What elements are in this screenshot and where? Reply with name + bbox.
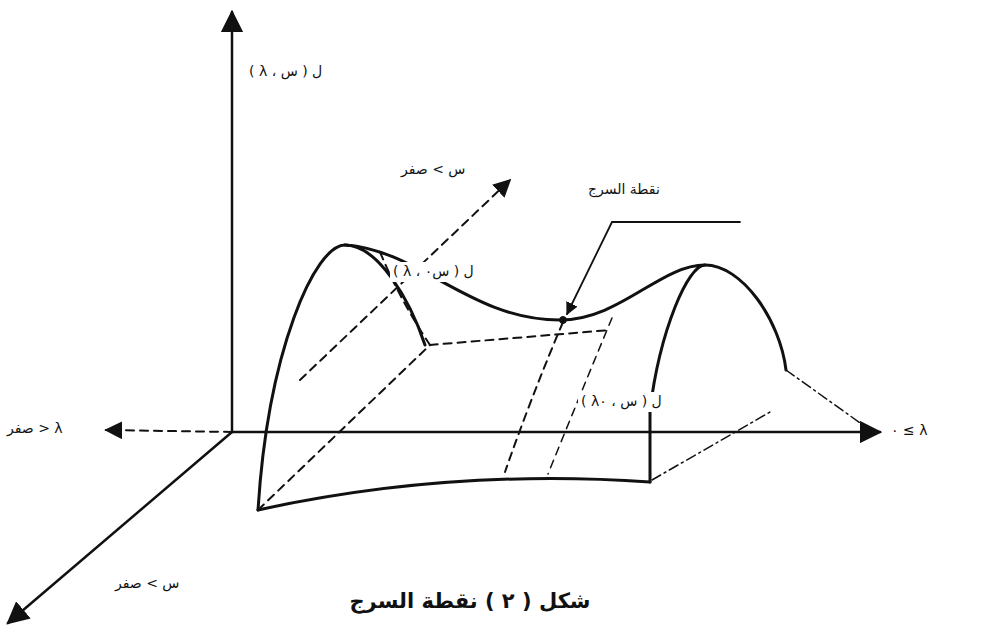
vertical-axis (231, 12, 234, 432)
surface-left-arch (258, 245, 425, 510)
section-label: ل ( س ، λ٠ ) (578, 392, 665, 412)
surface-front-edge (258, 479, 650, 511)
section-label: ل ( س٠ ، λ ) (390, 262, 477, 282)
x-axis (8, 432, 232, 623)
negative-lambda-axis (106, 430, 232, 432)
right-base-edge (652, 412, 770, 480)
figure-caption: شكل ( ٢ ) نقطة السرج (345, 588, 594, 614)
right-projection-line (786, 370, 870, 430)
saddle-pointer (567, 222, 740, 314)
surface-right-arch (650, 265, 786, 482)
axis-label: ل ( س ، λ ) (246, 62, 325, 82)
surface-saddle-ridge (345, 245, 705, 320)
hidden-base-edge (258, 330, 610, 510)
axis-label: س > صفر (398, 160, 468, 180)
axis-label: λ < صفر (4, 419, 66, 439)
saddle-point-label: نقطة السرج (585, 180, 663, 200)
back-x-axis (300, 180, 510, 380)
saddle-point-dot (560, 317, 567, 324)
section-lambda0-curve (505, 322, 563, 472)
lambda-axis (232, 431, 880, 434)
axis-label: س > صفر (112, 574, 182, 594)
axis-label: λ ≥ ٠ (888, 421, 930, 441)
